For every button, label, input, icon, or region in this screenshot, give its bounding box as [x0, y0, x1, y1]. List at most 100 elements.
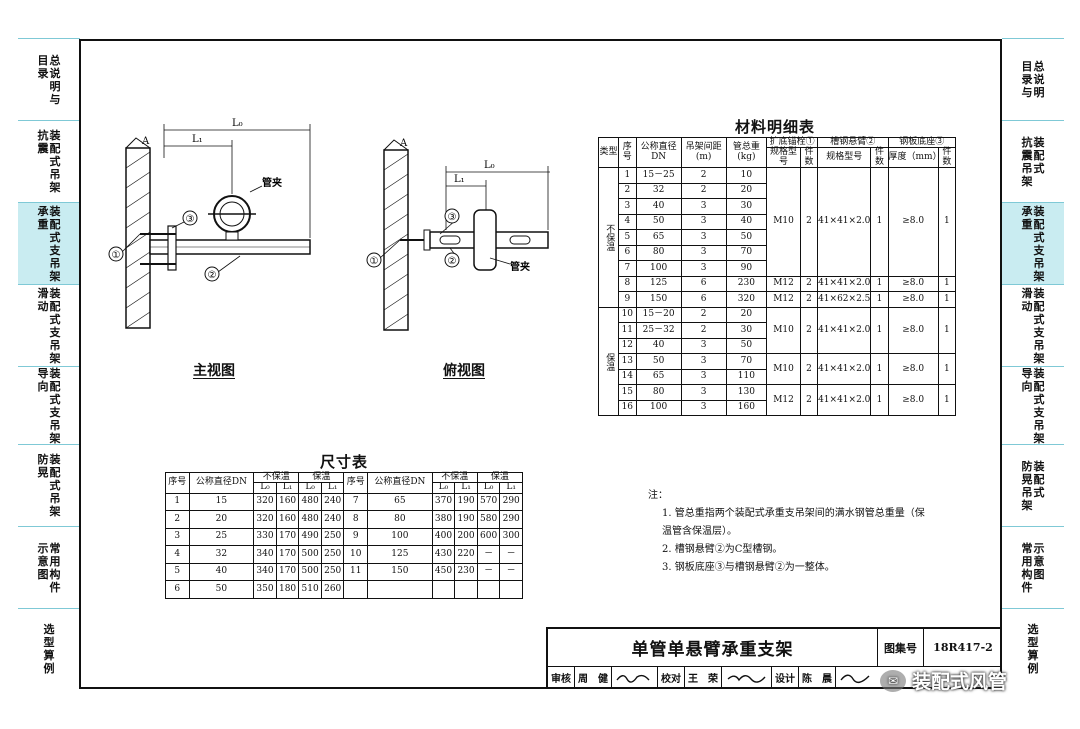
- tab-char: 承: [1021, 204, 1033, 218]
- tab-char: 吊: [1021, 161, 1033, 175]
- material-header-dn: 公称直径DN: [635, 136, 682, 169]
- material-cell: 65: [635, 368, 682, 386]
- side-tab-6[interactable]: 防晃吊架装配式: [1002, 444, 1064, 526]
- material-spec-anchor-qty: 2: [799, 384, 819, 417]
- material-cell: 40: [635, 198, 682, 215]
- side-tab-text: 装配式支吊架: [1034, 205, 1045, 283]
- tab-char: 意: [37, 554, 49, 568]
- tab-char: 装: [49, 129, 61, 142]
- side-tab-7[interactable]: 示意图常用构件: [18, 526, 80, 608]
- side-tab-2[interactable]: 抗震吊架装配式: [1002, 120, 1064, 202]
- side-tab-4[interactable]: 滑动装配式支吊架: [18, 284, 80, 366]
- side-tab-columns: 选型算例: [44, 623, 55, 675]
- dimension-cell: 7: [343, 492, 369, 512]
- material-cell: 10: [618, 306, 637, 324]
- material-cell: 3: [680, 353, 727, 370]
- top-callout-2: ②: [448, 256, 457, 267]
- dimension-cell: 160: [275, 510, 300, 529]
- tab-char: 式: [1033, 161, 1045, 175]
- dimension-cell: 50: [188, 580, 255, 599]
- side-tab-1[interactable]: 目录总说明与: [18, 38, 80, 120]
- material-spec-anchor: M12: [766, 275, 801, 293]
- note-item: 3. 钢板底座③与槽钢悬臂②为一整体。: [662, 562, 835, 573]
- material-cell: 65: [635, 229, 682, 246]
- tab-char: 构: [49, 567, 61, 581]
- dimension-subheader-l1: L₁: [499, 482, 523, 494]
- side-tab-text: 导向: [1022, 367, 1033, 445]
- side-tab-8[interactable]: 选型算例: [1002, 608, 1064, 688]
- tab-char: 配: [1033, 148, 1045, 162]
- dimension-header-noinsul: 不保温: [253, 471, 300, 484]
- material-cell: 25－32: [635, 322, 682, 339]
- side-tab-text: 常用构件: [1022, 542, 1033, 594]
- side-tab-1[interactable]: 目录与总说明: [1002, 38, 1064, 120]
- material-spec-plate: ≥8.0: [887, 306, 939, 355]
- side-tab-text: 选型算例: [44, 623, 55, 675]
- material-cell: 130: [725, 384, 768, 401]
- dimension-cell: [367, 580, 433, 599]
- tab-char: 意: [1033, 554, 1045, 568]
- dimension-table-title: 尺寸表: [320, 453, 369, 471]
- dimension-cell: [499, 580, 523, 599]
- side-tab-columns: 防晃吊架装配式: [1022, 460, 1045, 512]
- material-cell: 11: [618, 322, 637, 339]
- side-tab-columns: 抗震吊架装配式: [1022, 136, 1045, 188]
- side-tab-6[interactable]: 防晃装配式吊架: [18, 444, 80, 526]
- front-callout-2: ②: [208, 270, 217, 281]
- material-spec-anchor-qty: 2: [799, 353, 819, 386]
- material-spec-plate: ≥8.0: [887, 167, 939, 277]
- tab-char: 录: [37, 66, 49, 80]
- material-cell: 15－20: [635, 306, 682, 324]
- material-spec-channel-qty: 1: [870, 384, 889, 417]
- dimension-cell: 40: [188, 562, 255, 582]
- side-tab-4[interactable]: 滑动装配式支吊架: [1002, 284, 1064, 366]
- side-tab-columns: 常用构件示意图: [1022, 542, 1045, 594]
- dimension-cell: 250: [320, 527, 345, 547]
- front-dim-l0: L₀: [232, 118, 243, 129]
- tab-char: 向: [37, 379, 49, 393]
- material-cell: 3: [680, 384, 727, 401]
- side-tab-3[interactable]: 承重装配式支吊架: [18, 202, 80, 284]
- dimension-cell: 10: [343, 545, 369, 564]
- material-cell: 3: [680, 229, 727, 246]
- front-marker-a: A: [141, 136, 150, 147]
- side-tab-text: 选型算例: [1028, 623, 1039, 675]
- check-label: 校对: [658, 667, 685, 687]
- side-tab-columns: 滑动装配式支吊架: [1022, 287, 1045, 365]
- tab-char: 配: [1033, 299, 1045, 313]
- wechat-icon: ✉: [880, 669, 906, 692]
- material-cell: 5: [618, 229, 637, 246]
- side-tab-5[interactable]: 导向装配式支吊架: [18, 366, 80, 445]
- dimension-cell: 250: [320, 562, 345, 582]
- tab-char: 件: [1021, 580, 1033, 594]
- tab-char: 支: [49, 405, 61, 419]
- tab-char: 架: [1033, 431, 1045, 445]
- side-tab-8[interactable]: 选型算例: [18, 608, 80, 688]
- tab-char: 配: [49, 217, 61, 231]
- checker-signature: [722, 667, 772, 687]
- material-spec-channel-qty: 1: [870, 167, 889, 277]
- side-tab-text: 装配式吊架: [50, 453, 61, 518]
- tab-char: 式: [49, 479, 61, 492]
- material-cell: 7: [618, 260, 637, 277]
- side-tab-5[interactable]: 导向装配式支吊架: [1002, 366, 1064, 445]
- side-tab-3[interactable]: 承重装配式支吊架: [1002, 202, 1064, 284]
- dimension-cell: 480: [298, 510, 322, 529]
- material-cell: 10: [725, 167, 768, 184]
- tab-char: 录: [1021, 73, 1033, 86]
- material-spec-channel: 41×41×2.0: [817, 167, 872, 277]
- side-tab-text: 装配式支吊架: [50, 367, 61, 445]
- dimension-cell: 15: [188, 492, 255, 512]
- side-tab-7[interactable]: 常用构件示意图: [1002, 526, 1064, 608]
- dimension-subheader-l0: L₀: [431, 482, 456, 494]
- tab-char: 配: [1033, 217, 1045, 231]
- side-tab-2[interactable]: 抗震装配式吊架: [18, 120, 80, 202]
- dimension-cell: 490: [298, 527, 322, 547]
- material-cell: 8: [618, 275, 637, 293]
- side-tab-columns: 承重装配式支吊架: [38, 205, 61, 283]
- tab-char: 架: [1021, 174, 1033, 188]
